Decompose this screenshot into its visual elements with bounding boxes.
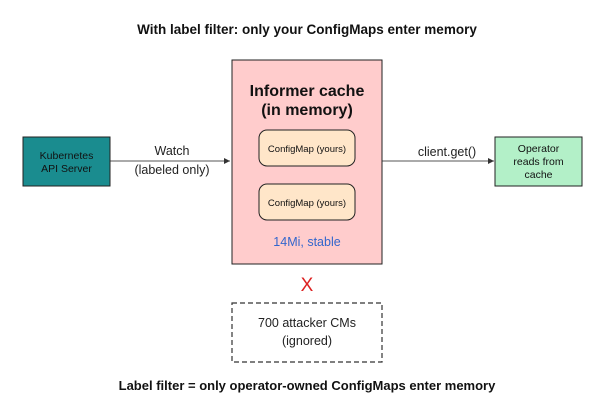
watch-edge-sublabel: (labeled only) (134, 163, 209, 177)
informer-cache-node: Informer cache (in memory) ConfigMap (yo… (231, 59, 383, 265)
diagram-footer: Label filter = only operator-owned Confi… (119, 378, 496, 393)
attacker-sublabel: (ignored) (282, 334, 332, 348)
operator-sublabel-2: cache (524, 169, 552, 181)
configmap-item-box (258, 183, 356, 221)
blocked-x-mark: X (301, 275, 314, 296)
attacker-label: 700 attacker CMs (258, 316, 356, 330)
informer-cache-subtitle: (in memory) (261, 102, 353, 119)
informer-cache-title: Informer cache (250, 83, 365, 100)
api-server-node: Kubernetes API Server (22, 136, 111, 187)
api-server-label: Kubernetes (40, 150, 94, 162)
api-server-box (22, 136, 111, 187)
operator-box (494, 136, 583, 187)
cache-status: 14Mi, stable (273, 235, 340, 249)
configmap-item: ConfigMap (yours) (258, 183, 356, 221)
configmap-item-label: ConfigMap (yours) (268, 144, 346, 155)
get-edge-label: client.get() (418, 145, 476, 159)
get-edge-arrowhead (488, 158, 494, 164)
configmap-item-box (258, 129, 356, 167)
configmap-item-label: ConfigMap (yours) (268, 198, 346, 209)
api-server-sublabel: API Server (41, 163, 92, 175)
attacker-box (231, 302, 383, 363)
diagram-title: With label filter: only your ConfigMaps … (137, 22, 477, 37)
operator-sublabel: reads from (513, 156, 563, 168)
watch-edge-label: Watch (155, 144, 190, 158)
watch-edge-arrowhead (224, 158, 230, 164)
attacker-node: 700 attacker CMs (ignored) (231, 302, 383, 363)
operator-label: Operator (518, 143, 560, 155)
configmap-item: ConfigMap (yours) (258, 129, 356, 167)
operator-node: Operator reads from cache (494, 136, 583, 187)
